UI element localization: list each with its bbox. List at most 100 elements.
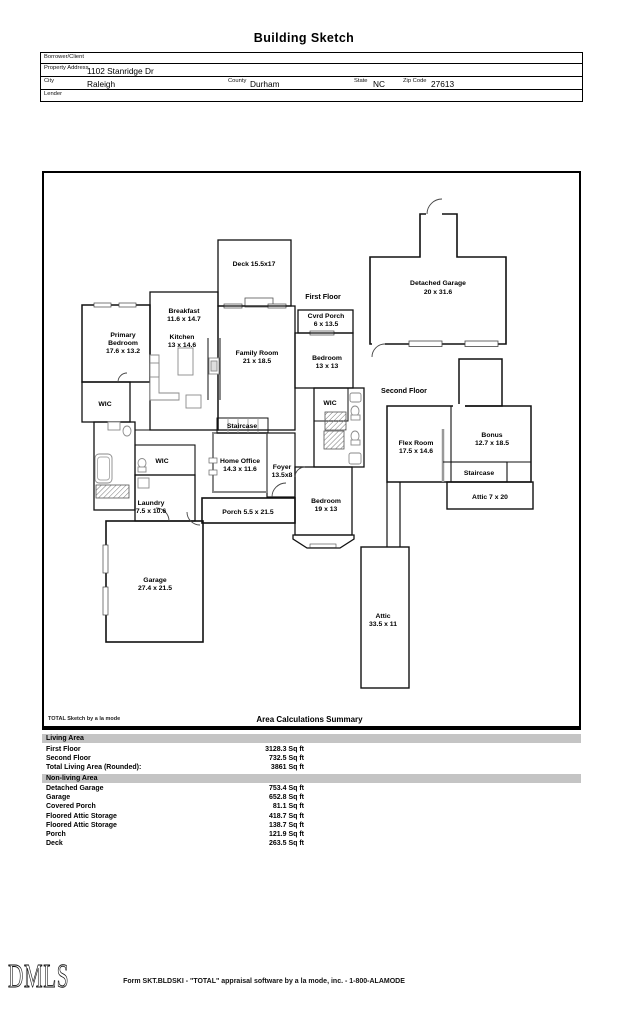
summary-row-value: 138.7 Sq ft [268,821,304,829]
borrower-label: Borrower/Client [44,54,84,60]
svg-text:17.6 x 13.2: 17.6 x 13.2 [106,348,140,355]
svg-text:Staircase: Staircase [464,470,494,477]
svg-text:19 x 13: 19 x 13 [315,506,338,513]
summary-row-label: Garage [46,794,71,802]
svg-text:Bonus: Bonus [481,432,502,439]
page-title: Building Sketch [253,31,355,45]
summary-row-label: Total Living Area (Rounded): [46,763,142,771]
room-porch [201,497,296,524]
svg-text:Porch 5.5 x 21.5: Porch 5.5 x 21.5 [222,509,274,516]
deck-label: Deck 15.5x17 [233,261,276,268]
room-attic-7x20 [446,481,534,510]
bay-window [292,534,355,549]
svg-text:Attic: Attic [375,613,390,620]
dmls-logo: DMLS [8,958,70,995]
svg-text:6 x 13.5: 6 x 13.5 [314,321,339,328]
summary-row-label: Detached Garage [46,785,104,793]
summary-row-label: Covered Porch [46,803,96,811]
summary-row-value: 732.5 Sq ft [268,754,304,762]
staircase-1 [216,417,269,434]
lender-row: Lender [41,90,582,101]
summary-row: Deck 263.5 Sq ft [42,839,581,848]
fixtures [94,347,362,499]
state-label: State [354,78,368,84]
svg-text:21 x 18.5: 21 x 18.5 [243,358,272,365]
summary-row-value: 81.1 Sq ft [272,803,304,811]
svg-text:Home Office: Home Office [220,458,260,465]
form-footer-line: Form SKT.BLDSKI - "TOTAL" appraisal soft… [123,978,405,985]
room-garage [105,520,204,643]
svg-text:Garage: Garage [143,577,167,584]
svg-text:17.5 x 14.6: 17.5 x 14.6 [399,448,433,455]
summary-row: Floored Attic Storage 138.7 Sq ft [42,821,581,830]
svg-text:Bedroom: Bedroom [108,340,138,347]
svg-text:Staircase: Staircase [227,423,257,430]
summary-row-value: 3128.3 Sq ft [265,745,304,753]
bonus-tower [458,358,503,407]
room-deck [217,239,292,307]
svg-text:WIC: WIC [98,401,111,408]
svg-text:Cvrd Porch: Cvrd Porch [308,313,345,320]
county-label: County [228,78,247,84]
borrower-row: Borrower/Client [41,53,582,64]
door-arcs [117,372,306,526]
svg-text:13.5x8: 13.5x8 [272,472,293,479]
city-value: Raleigh [87,78,116,89]
svg-text:Bedroom: Bedroom [311,498,341,505]
first-floor-label: First Floor [305,292,341,301]
svg-text:13 x 14.6: 13 x 14.6 [168,342,197,349]
svg-text:11.6 x 14.7: 11.6 x 14.7 [167,316,201,323]
svg-text:Foyer: Foyer [273,464,292,471]
svg-text:14.3 x 11.6: 14.3 x 11.6 [223,466,257,473]
summary-row-label: Floored Attic Storage [46,812,117,820]
svg-text:Bedroom: Bedroom [312,355,342,362]
svg-text:Family Room: Family Room [236,350,279,357]
lender-label: Lender [44,91,63,97]
second-floor-plan [360,358,534,689]
summary-row-label: Porch [46,831,66,838]
summary-row-label: Deck [46,840,63,848]
property-header-table: Borrower/Client Property Address 1102 St… [40,52,583,102]
svg-text:27.4 x 21.5: 27.4 x 21.5 [138,585,172,592]
area-calculations-title: Area Calculations Summary [256,714,363,724]
city-label: City [44,78,54,84]
svg-text:WIC: WIC [323,400,336,407]
state-value: NC [373,78,385,89]
summary-row-value: 263.5 Sq ft [268,840,304,848]
svg-text:Attic 7 x 20: Attic 7 x 20 [472,494,508,501]
summary-row-value: 753.4 Sq ft [268,785,304,793]
sketch-border [42,171,581,730]
property-address-label: Property Address [44,65,89,71]
svg-text:12.7 x 18.5: 12.7 x 18.5 [475,440,509,447]
summary-row-label: Floored Attic Storage [46,821,117,829]
detached-garage-name: Detached Garage [410,280,466,287]
summary-row-value: 121.9 Sq ft [268,831,304,838]
second-floor-label: Second Floor [381,386,427,395]
svg-text:7.5 x 10.6: 7.5 x 10.6 [136,508,166,515]
svg-text:Laundry: Laundry [138,500,165,507]
summary-row: Covered Porch 81.1 Sq ft [42,802,581,811]
summary-row: Detached Garage 753.4 Sq ft [42,784,581,793]
living-area-header: Living Area [42,734,581,743]
county-value: Durham [250,78,280,89]
summary-row: Second Floor 732.5 Sq ft [42,754,581,763]
summary-row-label: Second Floor [46,754,91,762]
property-address-value: 1102 Stanridge Dr [87,65,154,76]
summary-row: Total Living Area (Rounded):3861 Sq ft [42,763,581,772]
room-labels: First Floor Second Floor Deck 15.5x17 De… [98,261,509,628]
svg-text:WIC: WIC [155,458,168,465]
detached-garage-dims: 20 x 31.6 [424,289,453,296]
city-county-row: City Raleigh County Durham State NC Zip … [41,77,582,90]
zip-value: 27613 [431,78,455,89]
property-address-row: Property Address 1102 Stanridge Dr [41,64,582,77]
svg-text:33.5 x 11: 33.5 x 11 [369,621,397,628]
svg-text:Flex Room: Flex Room [399,440,434,447]
detached-garage [369,198,507,358]
floor-plan-svg: First Floor Second Floor Deck 15.5x17 De… [81,198,534,689]
